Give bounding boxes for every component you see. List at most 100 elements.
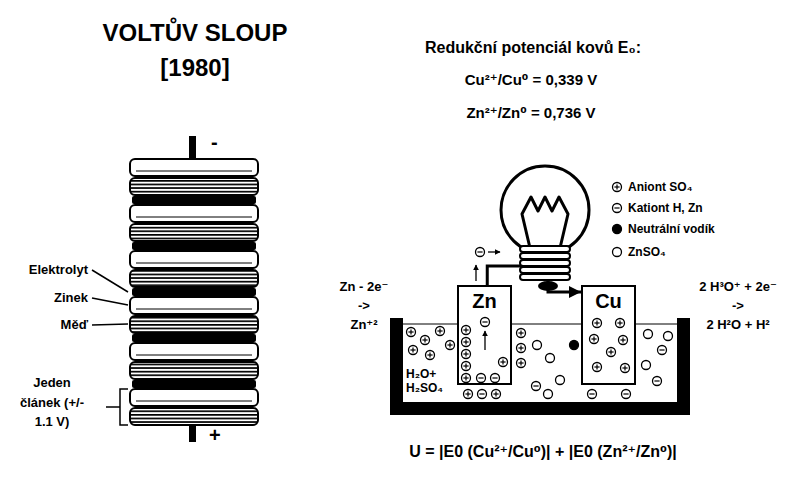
ion-symbol	[532, 382, 541, 391]
ion-symbol	[613, 225, 622, 234]
ion-symbol	[517, 329, 526, 338]
ion-sign	[622, 337, 623, 342]
ion-symbol	[546, 354, 555, 363]
zinc-disk	[130, 297, 258, 314]
ion-symbol	[446, 341, 455, 350]
ion-sign	[424, 337, 425, 342]
ion-symbol	[409, 346, 418, 355]
bulb-thread	[520, 253, 570, 259]
ion-circle	[462, 374, 471, 383]
liquid-surface	[636, 324, 677, 325]
ion-symbol	[619, 336, 628, 345]
reaction: Zn - 2e⁻	[340, 279, 389, 295]
heading: Redukční potenciál kovů E₀:	[425, 38, 641, 57]
equation: U = |E0 (Cu²⁺/Cu⁰)| + |E0 (Zn²⁺/Zn⁰)|	[409, 442, 676, 461]
galvanic-cell	[390, 248, 690, 416]
part-name: Zinek	[54, 290, 88, 306]
potential-value: Zn²⁺/Zn⁰ = 0,736 V	[466, 104, 595, 122]
ion-circle	[644, 330, 653, 339]
terminal-sign: -	[211, 130, 218, 154]
ion-circle	[613, 225, 622, 234]
bulb-contact	[538, 281, 558, 291]
ion-sign	[465, 375, 466, 380]
ion-symbol	[613, 204, 622, 213]
copper-disk	[130, 316, 258, 333]
ion-symbol	[476, 248, 485, 257]
ion-symbol	[621, 364, 630, 373]
ion-symbol	[491, 374, 500, 383]
cell-note: Jeden článek (+/- 1.1 V)	[20, 373, 84, 432]
ion-sign	[410, 329, 411, 334]
year: [1980]	[160, 54, 229, 83]
ion-symbol	[588, 390, 597, 399]
leader-line	[92, 270, 128, 292]
flow-arrow	[488, 251, 500, 252]
ion-circle	[477, 374, 486, 383]
legend-samples	[613, 183, 622, 257]
ion-circle	[653, 377, 662, 386]
ion-symbol	[481, 318, 490, 327]
reaction: 2 H²O + H²	[706, 317, 769, 333]
electrode-box: Cu	[581, 285, 636, 385]
ion-circle	[622, 390, 631, 399]
ion-symbol	[478, 390, 487, 399]
liquid-surface	[512, 324, 581, 325]
ion-symbol	[570, 341, 579, 350]
ion-sign	[482, 321, 487, 322]
legend-text: Kationt H, Zn	[628, 201, 703, 215]
ion-circle	[407, 328, 416, 337]
ion-symbol	[462, 362, 471, 371]
ion-sign	[495, 391, 496, 396]
copper-disk	[130, 362, 258, 379]
disk-shade	[136, 309, 252, 310]
legend-text: Aniont SO₄	[628, 180, 692, 194]
ion-sign	[479, 393, 484, 394]
ion-symbol	[407, 328, 416, 337]
ion-sign	[624, 365, 625, 370]
ion-symbol	[426, 351, 435, 360]
ion-circle	[409, 346, 418, 355]
bulb-thread	[520, 246, 570, 252]
ion-circle	[491, 374, 500, 383]
ion-circle	[421, 336, 430, 345]
electrolyte-name: H₂O+ H₂SO₄	[406, 367, 456, 396]
ion-circle	[476, 248, 485, 257]
bulb-thread	[520, 274, 570, 280]
copper-disk	[130, 224, 258, 241]
ion-symbol	[462, 326, 471, 335]
ion-sign	[478, 377, 483, 378]
ion-sign	[465, 351, 466, 356]
ion-symbol	[517, 359, 526, 368]
ion-circle	[533, 341, 542, 350]
flow-arrow	[484, 331, 485, 350]
ion-sign	[596, 364, 597, 369]
ion-symbol	[533, 341, 542, 350]
ion-circle	[570, 341, 579, 350]
part-name: Elektrolyt	[29, 262, 88, 278]
copper-disk	[130, 408, 258, 425]
ion-circle	[462, 326, 471, 335]
ion-symbol	[464, 390, 473, 399]
ion-circle	[481, 318, 490, 327]
leader-line	[92, 298, 128, 305]
bulb-thread	[520, 260, 570, 266]
ion-sign	[589, 393, 594, 394]
ion-circle	[616, 319, 625, 328]
zinc-disk	[130, 343, 258, 360]
ion-sign	[616, 184, 617, 189]
bulb-thread	[520, 267, 570, 273]
ion-symbol	[556, 376, 565, 385]
ion-circle	[642, 361, 651, 370]
ion-circle	[478, 390, 487, 399]
flow-arrow	[475, 265, 476, 281]
ion-sign	[520, 345, 521, 350]
ion-symbol	[477, 374, 486, 383]
copper-disk	[130, 270, 258, 287]
ion-circle	[613, 204, 622, 213]
ion-sign	[465, 339, 466, 344]
ion-circle	[613, 183, 622, 192]
ion-sign	[439, 328, 440, 333]
ion-symbol	[613, 183, 622, 192]
ion-sign	[465, 327, 466, 332]
